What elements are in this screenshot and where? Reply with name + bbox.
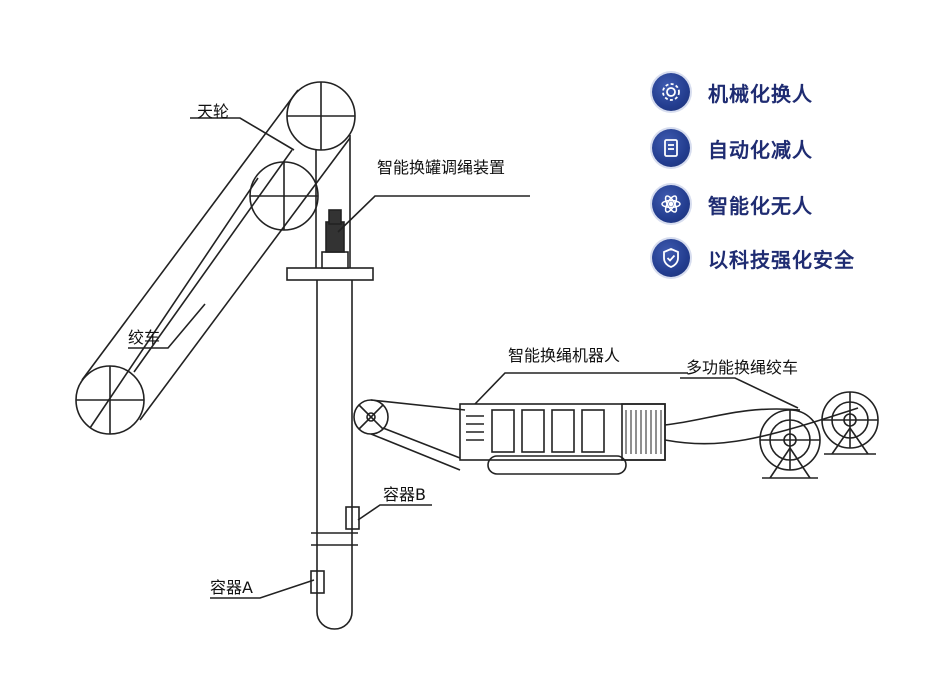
label-winch: 绞车 <box>128 328 161 347</box>
atom-icon <box>652 185 690 223</box>
feature-label: 自动化减人 <box>708 137 813 162</box>
gear-icon <box>652 73 690 111</box>
tank-rope-device <box>321 209 349 269</box>
container-b <box>345 506 360 530</box>
robot-vents <box>625 410 662 454</box>
feature-item: 机械化换人 <box>652 72 813 112</box>
winch-drum <box>75 365 145 435</box>
document-icon <box>652 129 690 167</box>
label-container-b: 容器B <box>383 485 426 504</box>
multi-winch-back <box>821 391 879 455</box>
shaft <box>286 135 374 630</box>
feature-label: 机械化换人 <box>708 81 813 106</box>
label-container-a: 容器A <box>210 578 253 597</box>
label-multi-winch: 多功能换绳绞车 <box>686 358 799 377</box>
feature-label: 智能化无人 <box>708 193 813 218</box>
feature-item: 智能化无人 <box>652 184 813 224</box>
label-tank-device: 智能换罐调绳装置 <box>377 158 506 177</box>
rope-guide-wheel <box>353 399 466 471</box>
winch-ropes <box>81 89 351 429</box>
multi-winch-front <box>759 409 821 479</box>
feature-item: 自动化减人 <box>652 128 813 168</box>
label-head-sheave: 天轮 <box>197 102 230 121</box>
shield-check-icon <box>652 239 690 277</box>
feature-label: 以科技强化安全 <box>708 247 855 272</box>
feature-item: 以科技强化安全 <box>652 238 855 278</box>
label-robot: 智能换绳机器人 <box>508 346 621 365</box>
head-sheave-upper <box>286 81 356 151</box>
rope-robot <box>459 403 666 475</box>
container-a <box>310 570 325 594</box>
